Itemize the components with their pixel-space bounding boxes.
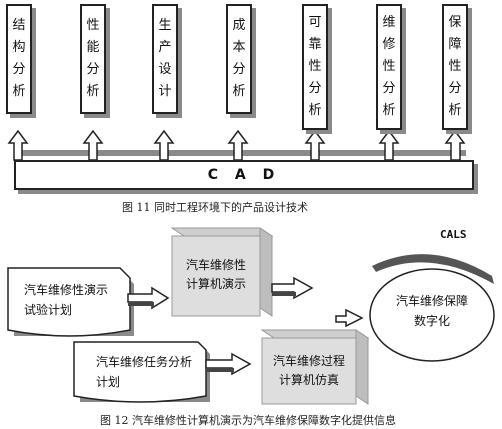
box-char: 产 [158,40,172,55]
box-char: 本 [232,40,246,55]
right-arrows [127,276,364,376]
cube-bottom-label: 汽车维修过程 计算机仿真 [262,352,356,390]
analysis-box-production: 生 产 设 计 [152,4,178,114]
analysis-box-structure: 结 构 分 析 [6,4,32,114]
box-char: 析 [308,103,322,118]
box-char: 构 [12,40,26,55]
cube-top-label: 汽车维修性 计算机演示 [172,256,260,294]
figure12-caption: 图 12 汽车维修性计算机演示为汽车维修保障数字化提供信息 [100,414,396,427]
ellipse-line2: 数字化 [413,314,450,328]
cad-bar: C A D [14,160,474,190]
analysis-box-maintainability: 维 修 性 分 析 [376,4,402,130]
analysis-box-cost: 成 本 分 析 [226,4,252,114]
box-char: 分 [232,62,246,77]
box-char: 析 [382,103,396,118]
cals-label: CALS [440,228,467,241]
box-char: 计 [158,84,172,99]
note-top-label: 汽车维修性演示 试验计划 [24,280,108,320]
cube-top-line2: 计算机演示 [185,277,246,291]
cube-bottom-line1: 汽车维修过程 [272,354,345,368]
up-arrows [7,129,466,161]
box-char: 设 [158,62,172,77]
box-char: 性 [308,59,322,74]
box-char: 靠 [308,37,322,52]
up-arrow-4 [227,129,249,161]
box-char: 析 [12,84,26,99]
note-bottom-line2: 计划 [96,375,121,389]
box-char: 分 [86,62,100,77]
box-char: 分 [308,81,322,96]
arrow-shadows [128,292,296,372]
analysis-box-performance: 性 能 分 析 [80,4,106,114]
box-char: 分 [382,81,396,96]
ellipse-label: 汽车维修保障 数字化 [384,291,480,331]
box-char: 性 [86,18,100,33]
up-arrow-3 [153,129,175,161]
box-char: 性 [382,59,396,74]
box-char: 生 [158,18,172,33]
cube-bottom [260,329,370,405]
figure11-caption: 图 11 同时工程环境下的产品设计技术 [122,201,308,214]
box-char: 能 [86,40,100,55]
up-arrow-5 [304,129,326,161]
box-char: 可 [308,15,322,30]
up-arrow-1 [7,129,29,161]
cube-top-line1: 汽车维修性 [185,258,246,272]
box-char: 性 [448,59,462,74]
box-char: 障 [448,37,462,52]
box-char: 分 [12,62,26,77]
box-char: 分 [448,81,462,96]
up-arrow-7 [444,129,466,161]
note-top-line2: 试验计划 [24,303,73,317]
analysis-box-reliability: 可 靠 性 分 析 [302,4,328,130]
cube-top [170,227,274,317]
cube-bottom-line2: 计算机仿真 [278,373,339,387]
note-top-line1: 汽车维修性演示 [24,283,109,297]
box-char: 保 [448,15,462,30]
box-char: 结 [12,18,26,33]
box-char: 析 [86,84,100,99]
up-arrow-6 [378,129,400,161]
ellipse-line1: 汽车维修保障 [395,294,468,308]
box-char: 维 [382,15,396,30]
box-char: 析 [448,103,462,118]
box-char: 成 [232,18,246,33]
box-char: 析 [232,84,246,99]
analysis-box-supportability: 保 障 性 分 析 [442,4,468,130]
note-bottom-shape [73,341,210,403]
note-bottom-label: 汽车维修任务分析 计划 [96,352,192,392]
arrow-cube-bottom-to-ellipse [335,308,364,328]
box-char: 修 [382,37,396,52]
note-bottom-line1: 汽车维修任务分析 [96,355,193,369]
note-top-shape [7,267,134,337]
ellipse-shape [369,254,495,362]
up-arrow-2 [82,129,104,161]
